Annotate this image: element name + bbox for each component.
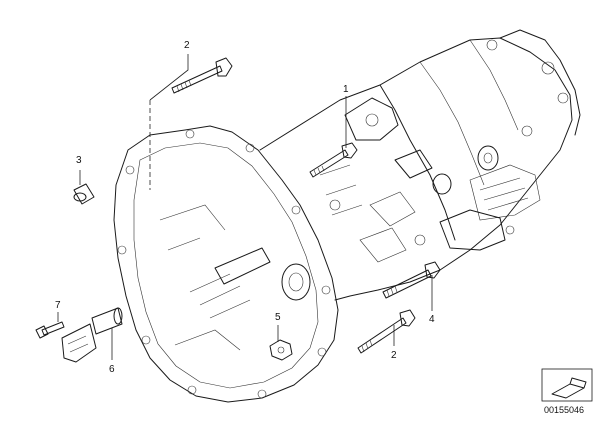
- callout-2-top: 2: [184, 40, 190, 51]
- callout-6: 6: [109, 364, 115, 375]
- callout-7: 7: [55, 300, 61, 311]
- callout-5: 5: [275, 312, 281, 323]
- dowel-sleeve: [73, 183, 95, 205]
- image-id-box: 00155046: [541, 368, 593, 415]
- transmission-housing: [113, 29, 581, 403]
- leader-2a: [149, 54, 189, 101]
- callout-3: 3: [76, 155, 82, 166]
- callout-4: 4: [429, 314, 435, 325]
- bolt-top: [171, 57, 233, 94]
- bolt-bottom: [357, 309, 416, 354]
- callout-1: 1: [343, 84, 349, 95]
- wedge-icon: [551, 377, 587, 399]
- nut: [269, 339, 293, 361]
- callout-2-bottom: 2: [391, 350, 397, 361]
- sensor-bolt: [35, 321, 65, 339]
- bolt-1: [309, 142, 358, 178]
- image-id: 00155046: [544, 405, 584, 415]
- speed-sensor: [61, 307, 123, 363]
- bolt-4: [382, 261, 441, 299]
